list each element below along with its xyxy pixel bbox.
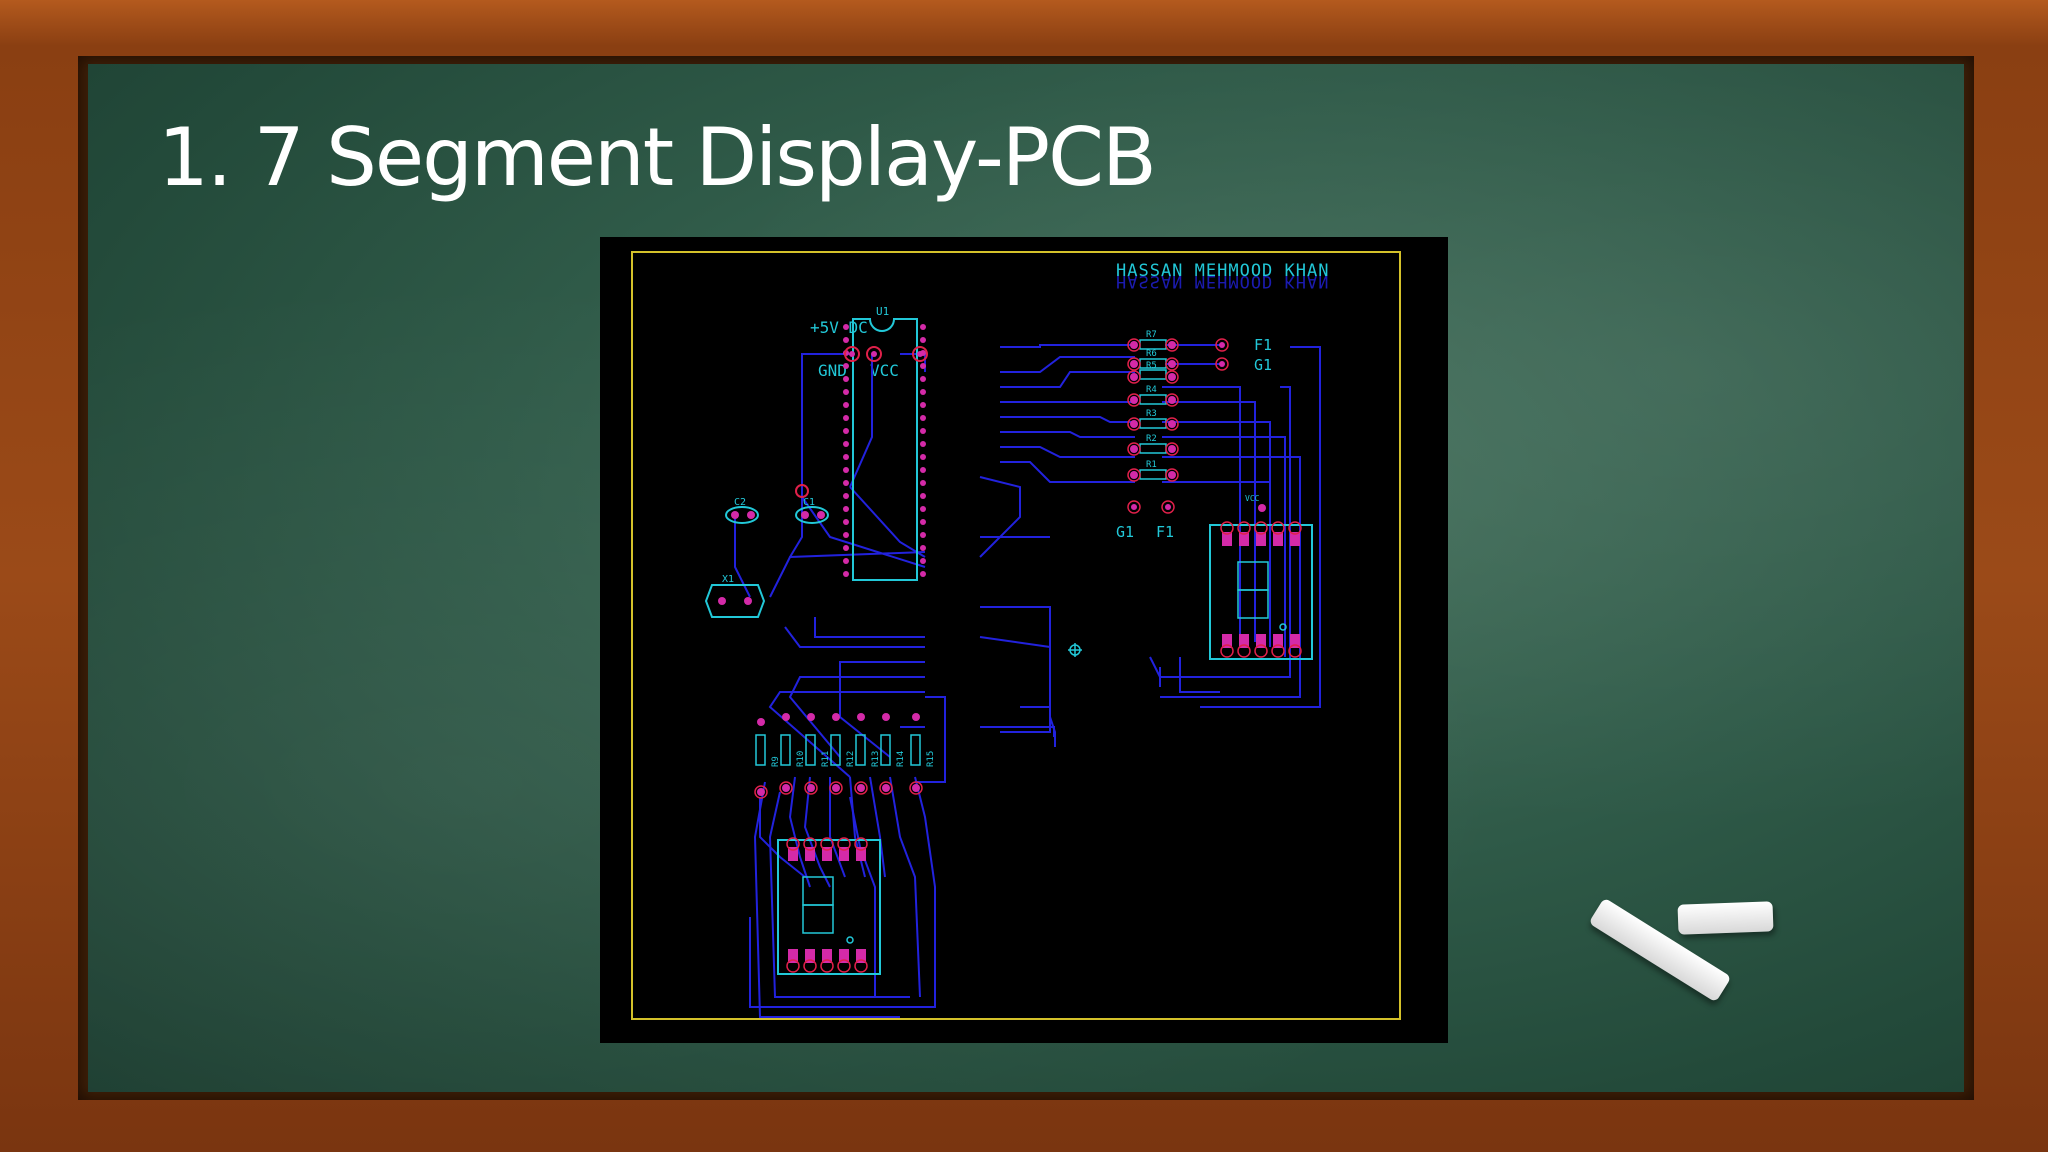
resistor-label: R3 [1146, 409, 1157, 419]
resistor-label: R6 [1146, 349, 1157, 359]
pcb-layout-image: HASSAN MEHMOOD KHAN HASSAN MEHMOOD KHAN … [600, 237, 1448, 1043]
resistor-label: R11 [821, 751, 831, 767]
capacitor-c2: C2 [725, 497, 759, 524]
chip-label: U1 [876, 305, 889, 318]
pcb-traces [734, 344, 1321, 1018]
cap1-label: C1 [803, 497, 815, 508]
lower-g1-label: G1 [1116, 523, 1134, 541]
slide-title: 1. 7 Segment Display-PCB [158, 111, 1157, 204]
crystal-label: X1 [722, 574, 734, 585]
chalk-piece [1677, 901, 1774, 935]
right-resistor-bank: R7 R6 R5 R4 R3 R2 R1 [1127, 330, 1179, 482]
pcb-layout-drawing: HASSAN MEHMOOD KHAN HASSAN MEHMOOD KHAN … [631, 251, 1401, 1020]
board-outline [631, 251, 1401, 1020]
resistor-label: R9 [771, 756, 781, 767]
resistor-label: R5 [1146, 361, 1157, 371]
resistor-label: R7 [1146, 330, 1157, 340]
power-connector [844, 346, 928, 362]
bottom-resistor-bank: R9 R10 R11 R12 R13 R14 R15 [754, 713, 936, 799]
f1-label: F1 [1254, 336, 1272, 354]
author-text: HASSAN MEHMOOD KHAN [1116, 261, 1329, 281]
resistor-label: R1 [1146, 460, 1157, 470]
resistor-label: R4 [1146, 385, 1157, 395]
lower-output-pads: G1 F1 [1116, 500, 1175, 541]
resistor-label: R12 [846, 751, 856, 767]
origin-marker [1068, 643, 1082, 657]
resistor-label: R10 [796, 751, 806, 767]
chalkboard [88, 64, 1964, 1092]
g1-label: G1 [1254, 356, 1272, 374]
vcc-small-label: VCC [1245, 494, 1260, 503]
vcc-label: VCC [870, 361, 899, 380]
gnd-label: GND [818, 361, 847, 380]
resistor-label: R14 [896, 751, 906, 767]
ic-u1: U1 [852, 305, 918, 581]
cap2-label: C2 [734, 497, 746, 508]
resistor-label: R13 [871, 751, 881, 767]
resistor-label: R2 [1146, 434, 1157, 444]
output-pads: F1 G1 [1215, 336, 1272, 374]
resistor-label: R15 [926, 751, 936, 767]
capacitor-c1: C1 [795, 484, 829, 524]
lower-f1-label: F1 [1156, 523, 1174, 541]
power-label: +5V DC [810, 318, 868, 337]
author-text-mirrored: HASSAN MEHMOOD KHAN [1116, 271, 1329, 291]
ic-pins [843, 324, 926, 577]
crystal-x1: X1 [704, 574, 766, 618]
seven-segment-display-right: VCC [1209, 494, 1313, 660]
seven-segment-display-bottom [777, 837, 881, 975]
